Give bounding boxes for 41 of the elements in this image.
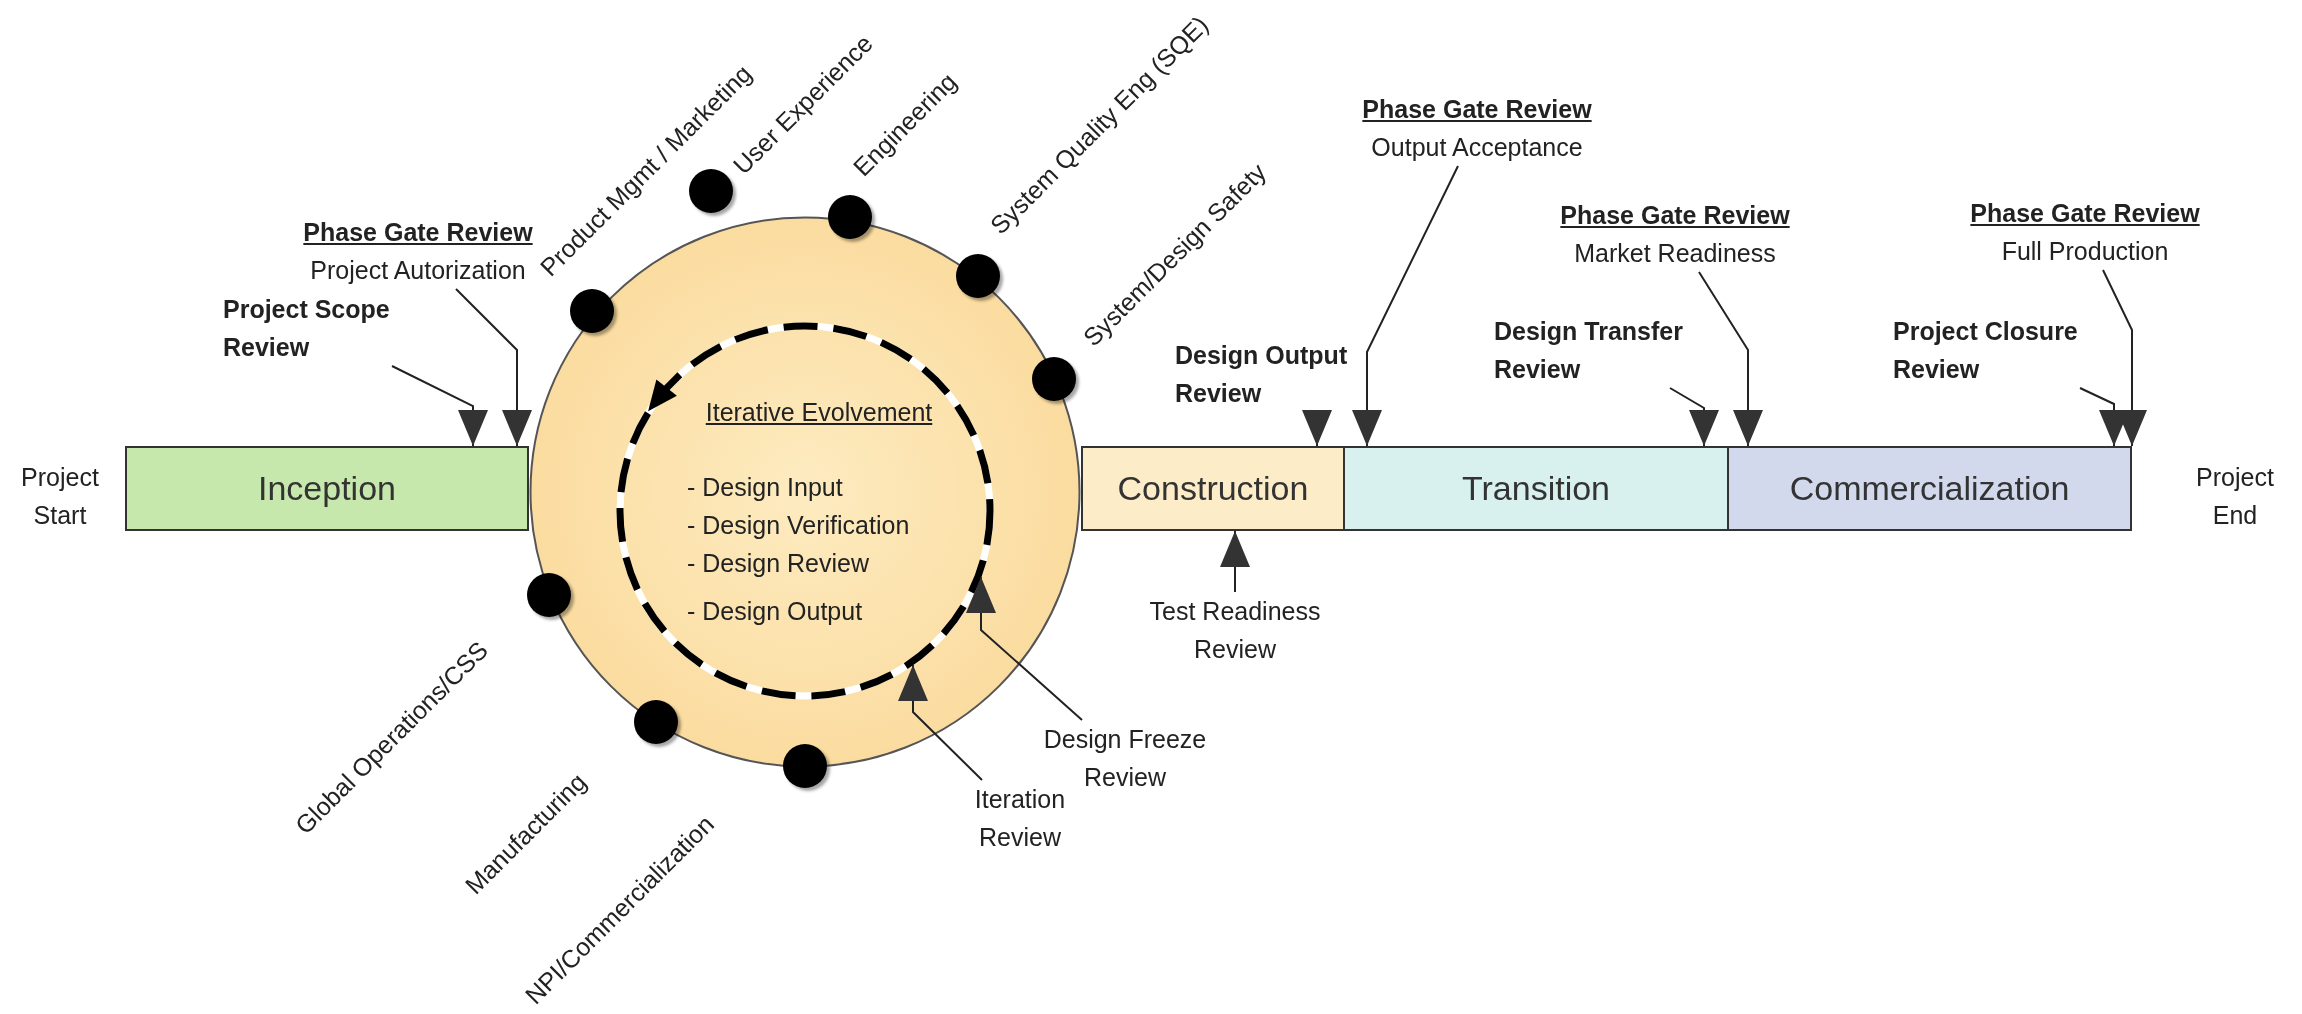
list-item: - Design Verification — [687, 511, 910, 540]
team-dot — [828, 195, 872, 239]
gate-title: Phase Gate Review — [1970, 198, 2200, 229]
gate-title: Phase Gate Review — [1560, 200, 1790, 231]
list-item: - Design Input — [687, 473, 843, 502]
list-item: - Design Review — [687, 549, 869, 578]
leader-arrow — [1698, 271, 1763, 447]
phase-bar: Inception — [125, 446, 529, 531]
leader-arrow — [455, 288, 532, 447]
team-dot — [570, 289, 614, 333]
phase-bar: Transition — [1343, 446, 1729, 531]
team-dot — [689, 169, 733, 213]
leader-arrow — [391, 365, 488, 447]
leader-arrow — [1352, 165, 1459, 447]
team-dot — [783, 744, 827, 788]
gate-title: Phase Gate Review — [1362, 94, 1592, 125]
gate-subtitle: Market Readiness — [1574, 238, 1776, 269]
leader-arrow — [898, 664, 983, 781]
leader-arrow — [966, 576, 1083, 721]
review-label: Design Output Review — [1175, 336, 1370, 412]
review-label: Project Closure Review — [1893, 312, 2108, 388]
team-dot — [634, 700, 678, 744]
ring-heading: Iterative Evolvement — [704, 398, 934, 427]
list-item: - Design Output — [687, 597, 863, 626]
review-label: Test Readiness Review — [1110, 592, 1360, 668]
gate-title: Phase Gate Review — [303, 217, 533, 248]
leader-arrow — [1220, 530, 1250, 593]
gate-subtitle: Full Production — [2001, 236, 2169, 267]
leader-arrow — [1669, 387, 1719, 447]
endpoint-label: Project End — [2195, 462, 2275, 531]
phase-bar: Commercialization — [1727, 446, 2132, 531]
endpoint-label: Project Start — [20, 462, 100, 531]
team-dot — [956, 254, 1000, 298]
review-label: Project Scope Review — [223, 290, 408, 366]
gate-subtitle: Project Autorization — [310, 255, 526, 286]
team-dot — [527, 573, 571, 617]
leader-arrow — [2102, 269, 2147, 447]
review-label: Design Transfer Review — [1494, 312, 1714, 388]
gate-subtitle: Output Acceptance — [1371, 132, 1583, 163]
phase-bar: Construction — [1081, 446, 1345, 531]
leader-arrow — [1302, 410, 1332, 447]
